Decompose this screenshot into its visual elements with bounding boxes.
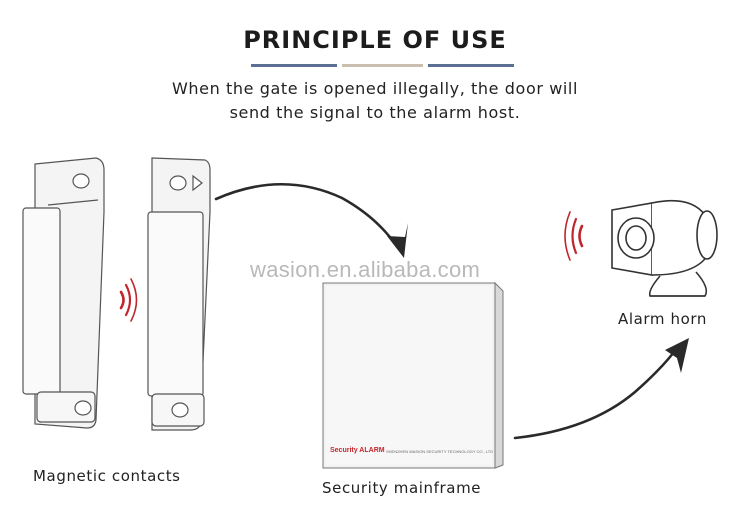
- magnetic-contact-magnet: [147, 157, 211, 431]
- security-mainframe-label: Security mainframe: [322, 479, 482, 497]
- arrow-to-horn: [513, 338, 689, 440]
- security-mainframe-panel: [322, 281, 504, 469]
- contact-signal-icon: [119, 278, 138, 322]
- magnetic-contacts-label: Magnetic contacts: [33, 467, 181, 485]
- panel-brand-text: Security ALARM: [330, 447, 385, 454]
- watermark: wasion.en.alibaba.com: [250, 257, 481, 282]
- panel-company: SHENZHEN WASION SECURITY TECHNOLOGY CO.,…: [386, 449, 494, 454]
- panel-brand: Security ALARM: [330, 447, 385, 454]
- title-underline-middle: [342, 64, 423, 67]
- arrow-to-mainframe: [214, 182, 408, 258]
- magnetic-contact-switch: [22, 157, 105, 429]
- title-underline-right: [428, 64, 514, 67]
- page-title: PRINCIPLE OF USE: [243, 26, 507, 54]
- horn-signal-icon: [564, 211, 584, 261]
- description-line-2: send the signal to the alarm host.: [229, 103, 521, 122]
- alarm-horn-icon: [611, 199, 718, 297]
- alarm-horn-label: Alarm horn: [618, 310, 707, 328]
- panel-company-text: SHENZHEN WASION SECURITY TECHNOLOGY CO.,…: [386, 449, 493, 454]
- description: When the gate is opened illegally, the d…: [0, 77, 750, 125]
- title-underline-left: [251, 64, 337, 67]
- description-line-1: When the gate is opened illegally, the d…: [171, 79, 579, 98]
